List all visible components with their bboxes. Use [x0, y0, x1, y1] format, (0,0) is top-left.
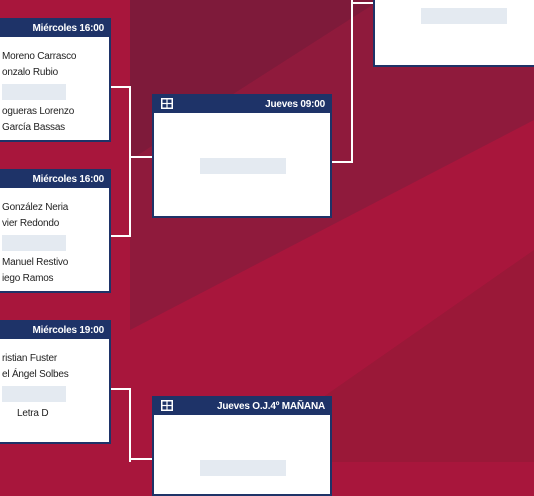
score-placeholder: [200, 460, 286, 476]
match-time: Jueves 09:00: [265, 99, 325, 110]
match-time: Jueves O.J.4º MAÑANA: [216, 401, 325, 412]
bracket-connector: [110, 235, 130, 237]
player-name: García Bassas: [2, 122, 65, 133]
bracket-connector: [130, 156, 154, 158]
match-card-top-right[interactable]: [373, 0, 534, 67]
bracket-connector: [129, 86, 131, 237]
player-name: onzalo Rubio: [2, 67, 58, 78]
player-name: iego Ramos: [2, 273, 54, 284]
next-match-card[interactable]: Jueves O.J.4º MAÑANA: [152, 396, 332, 496]
match-card[interactable]: Miércoles 16:00 Moreno Carrasco onzalo R…: [0, 18, 111, 142]
player-name: Manuel Restivo: [2, 257, 69, 268]
player-name: vier Redondo: [2, 218, 60, 229]
calendar-icon[interactable]: [161, 98, 173, 109]
score-placeholder: [2, 84, 66, 100]
bracket-connector: [351, 2, 375, 4]
bracket-connector: [110, 388, 130, 390]
player-name: el Ángel Solbes: [2, 369, 69, 380]
bracket-connector: [331, 161, 353, 163]
player-name: González Neria: [2, 202, 69, 213]
calendar-icon[interactable]: [161, 400, 173, 411]
player-name: Letra D: [17, 408, 49, 419]
player-name: ogueras Lorenzo: [2, 106, 75, 117]
match-time: Miércoles 19:00: [0, 322, 109, 339]
score-placeholder: [2, 386, 66, 402]
match-time: Miércoles 16:00: [0, 171, 109, 188]
match-card[interactable]: Miércoles 19:00 ristian Fuster el Ángel …: [0, 320, 111, 444]
score-placeholder: [200, 158, 286, 174]
score-placeholder: [421, 8, 507, 24]
bracket-connector: [351, 0, 353, 163]
next-match-card[interactable]: Jueves 09:00: [152, 94, 332, 218]
score-placeholder: [2, 235, 66, 251]
bracket-connector: [130, 458, 154, 460]
player-name: ristian Fuster: [2, 353, 57, 364]
player-name: Moreno Carrasco: [2, 51, 77, 62]
match-card[interactable]: Miércoles 16:00 González Neria vier Redo…: [0, 169, 111, 293]
bracket-connector: [110, 86, 130, 88]
bracket-connector: [129, 388, 131, 462]
match-time: Miércoles 16:00: [0, 20, 109, 37]
